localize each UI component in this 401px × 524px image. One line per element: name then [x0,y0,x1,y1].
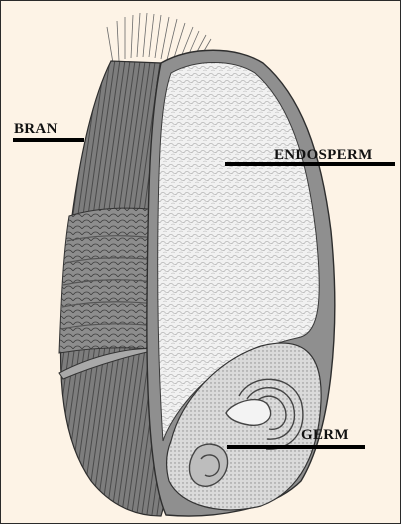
bran-leader-line [13,138,84,142]
endosperm-leader-line [225,162,395,166]
bran-label: BRAN [14,122,58,137]
endosperm-label: ENDOSPERM [274,148,373,163]
germ-leader-line [227,445,365,449]
germ-label: GERM [301,428,349,443]
